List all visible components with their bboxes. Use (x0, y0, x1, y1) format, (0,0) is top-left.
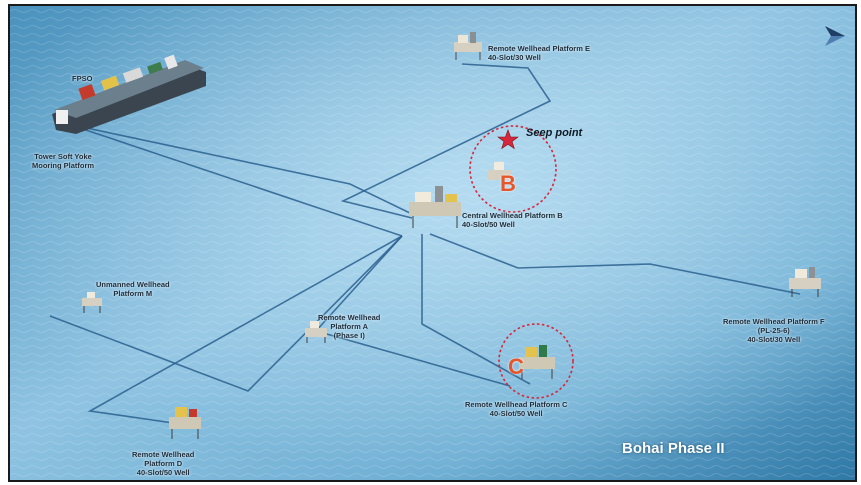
pipeline-e-b (340, 63, 552, 219)
field-layout-diagram (10, 6, 855, 480)
diagram-title: Bohai Phase II (622, 440, 725, 457)
platform-d (169, 407, 201, 439)
platform-b-annex (488, 162, 512, 180)
seep-point-label: Seep point (526, 127, 583, 139)
north-arrow-icon (825, 26, 845, 46)
pipeline-hub-a (315, 235, 403, 332)
pipeline-a-c (315, 330, 511, 387)
platform-e (454, 32, 482, 60)
highlight-circle-c (498, 323, 574, 399)
pipeline-hub-f (429, 233, 801, 295)
star-icon (497, 129, 519, 150)
platform-c (519, 345, 555, 379)
label-fpso: FPSO (72, 74, 93, 83)
pipeline-fpso-hub (67, 123, 403, 237)
pipelines (49, 63, 801, 425)
platform-f (789, 267, 821, 297)
label-platform-f: Remote Wellhead Platform F(PL-25-6)40-Sl… (723, 317, 825, 344)
platform-m (82, 292, 102, 313)
pipeline-hub-m (49, 235, 403, 392)
fpso-vessel (52, 54, 206, 134)
pipeline-hub-c (421, 234, 531, 385)
platform-a (305, 321, 327, 343)
pipeline-hub-d (87, 235, 403, 425)
pipeline-fpso-b (67, 123, 413, 215)
marker-b: B (500, 171, 516, 196)
marker-c: C (508, 354, 524, 379)
platform-b (409, 186, 461, 228)
highlight-circle-b (469, 125, 557, 213)
